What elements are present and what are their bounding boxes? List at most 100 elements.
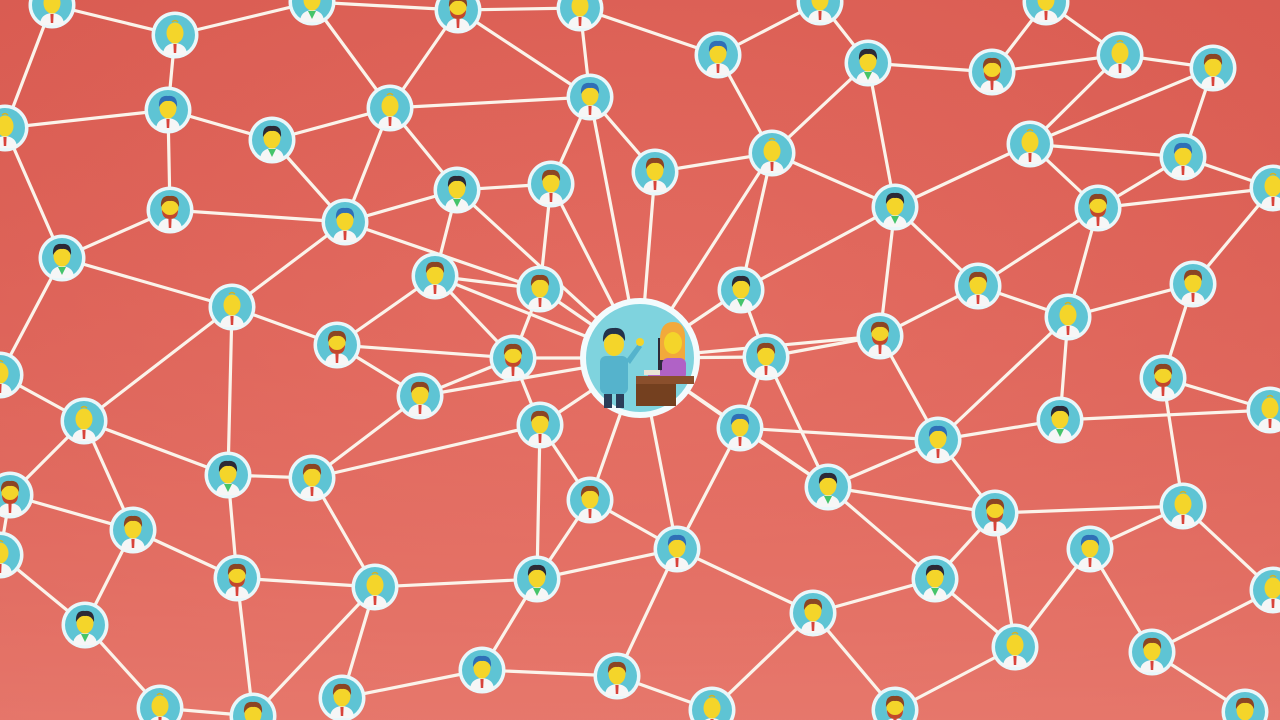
woman-blouse	[662, 358, 686, 380]
face	[1021, 131, 1039, 153]
person-avatar	[1159, 482, 1207, 530]
person-avatar	[434, 0, 482, 34]
desk-body	[636, 384, 676, 406]
face	[75, 408, 93, 430]
tie	[588, 509, 592, 518]
hair	[968, 271, 988, 283]
hair	[885, 192, 905, 204]
person-avatar	[1221, 688, 1269, 720]
hair-tuft	[228, 291, 236, 295]
collar	[737, 299, 745, 307]
person-avatar	[717, 266, 765, 314]
person-avatar	[593, 652, 641, 700]
person-avatar	[1139, 354, 1187, 402]
face	[571, 0, 589, 17]
face	[531, 276, 549, 298]
person-avatar	[1189, 44, 1237, 92]
face	[668, 536, 686, 558]
face	[757, 344, 775, 366]
tie	[82, 430, 86, 439]
hair-tuft	[171, 19, 179, 23]
connection-line	[764, 355, 830, 489]
collar	[224, 484, 232, 492]
face	[969, 273, 987, 295]
connection-line	[1058, 408, 1272, 422]
person-avatar	[1006, 120, 1054, 168]
connection-line	[456, 8, 592, 99]
hair-tuft	[0, 359, 4, 363]
face	[819, 474, 837, 496]
face	[411, 383, 429, 405]
hair	[1050, 405, 1070, 417]
man-arm	[626, 344, 642, 364]
hair	[327, 330, 347, 342]
hair-tuft	[1116, 39, 1124, 43]
person-avatar	[396, 372, 444, 420]
person-avatar	[321, 198, 369, 246]
person-avatar	[1128, 628, 1176, 676]
hair	[243, 701, 263, 713]
connection-line	[936, 315, 1070, 442]
tie	[1181, 515, 1185, 524]
collar	[931, 588, 939, 596]
desk-top	[636, 376, 694, 384]
face	[53, 245, 71, 267]
face	[709, 42, 727, 64]
person-avatar	[109, 506, 157, 554]
hair	[1080, 534, 1100, 546]
person-avatar	[566, 73, 614, 121]
tie	[1088, 558, 1092, 567]
face	[804, 600, 822, 622]
beard	[450, 10, 466, 19]
person-avatar	[60, 397, 108, 445]
hair-tuft	[1026, 128, 1034, 132]
face	[531, 412, 549, 434]
tie	[1161, 387, 1165, 396]
tie	[1013, 656, 1017, 665]
hair	[645, 157, 665, 169]
beard	[887, 710, 903, 719]
tie	[340, 707, 344, 716]
face	[228, 565, 246, 587]
hair	[302, 463, 322, 475]
tie	[433, 285, 437, 294]
person-avatar	[458, 646, 506, 694]
collar	[58, 267, 66, 275]
hair	[425, 261, 445, 273]
tie	[388, 117, 392, 126]
face	[43, 0, 61, 14]
hair	[527, 564, 547, 576]
tie	[373, 596, 377, 605]
hair-tuft	[1179, 490, 1187, 494]
tie	[738, 437, 742, 446]
hair	[580, 82, 600, 94]
face	[1174, 144, 1192, 166]
person-avatar	[0, 531, 24, 579]
shirt	[0, 383, 12, 395]
connection-line	[1096, 186, 1275, 210]
face	[223, 294, 241, 316]
beard	[984, 72, 1000, 81]
face	[366, 574, 384, 596]
tie	[588, 106, 592, 115]
person-avatar	[1169, 260, 1217, 308]
tie	[976, 295, 980, 304]
collar	[533, 588, 541, 596]
face	[166, 22, 184, 44]
hair	[730, 413, 750, 425]
tie	[1066, 326, 1070, 335]
person-avatar	[313, 321, 361, 369]
person-avatar	[229, 692, 277, 720]
person-avatar	[631, 148, 679, 196]
connection-line	[230, 220, 347, 309]
person-avatar	[151, 11, 199, 59]
tie	[1096, 217, 1100, 226]
tie	[480, 679, 484, 688]
hair	[472, 655, 492, 667]
hair	[1173, 142, 1193, 154]
tie	[131, 539, 135, 548]
face	[1154, 365, 1172, 387]
tie	[310, 487, 314, 496]
person-avatar	[248, 116, 296, 164]
person-avatar	[146, 186, 194, 234]
